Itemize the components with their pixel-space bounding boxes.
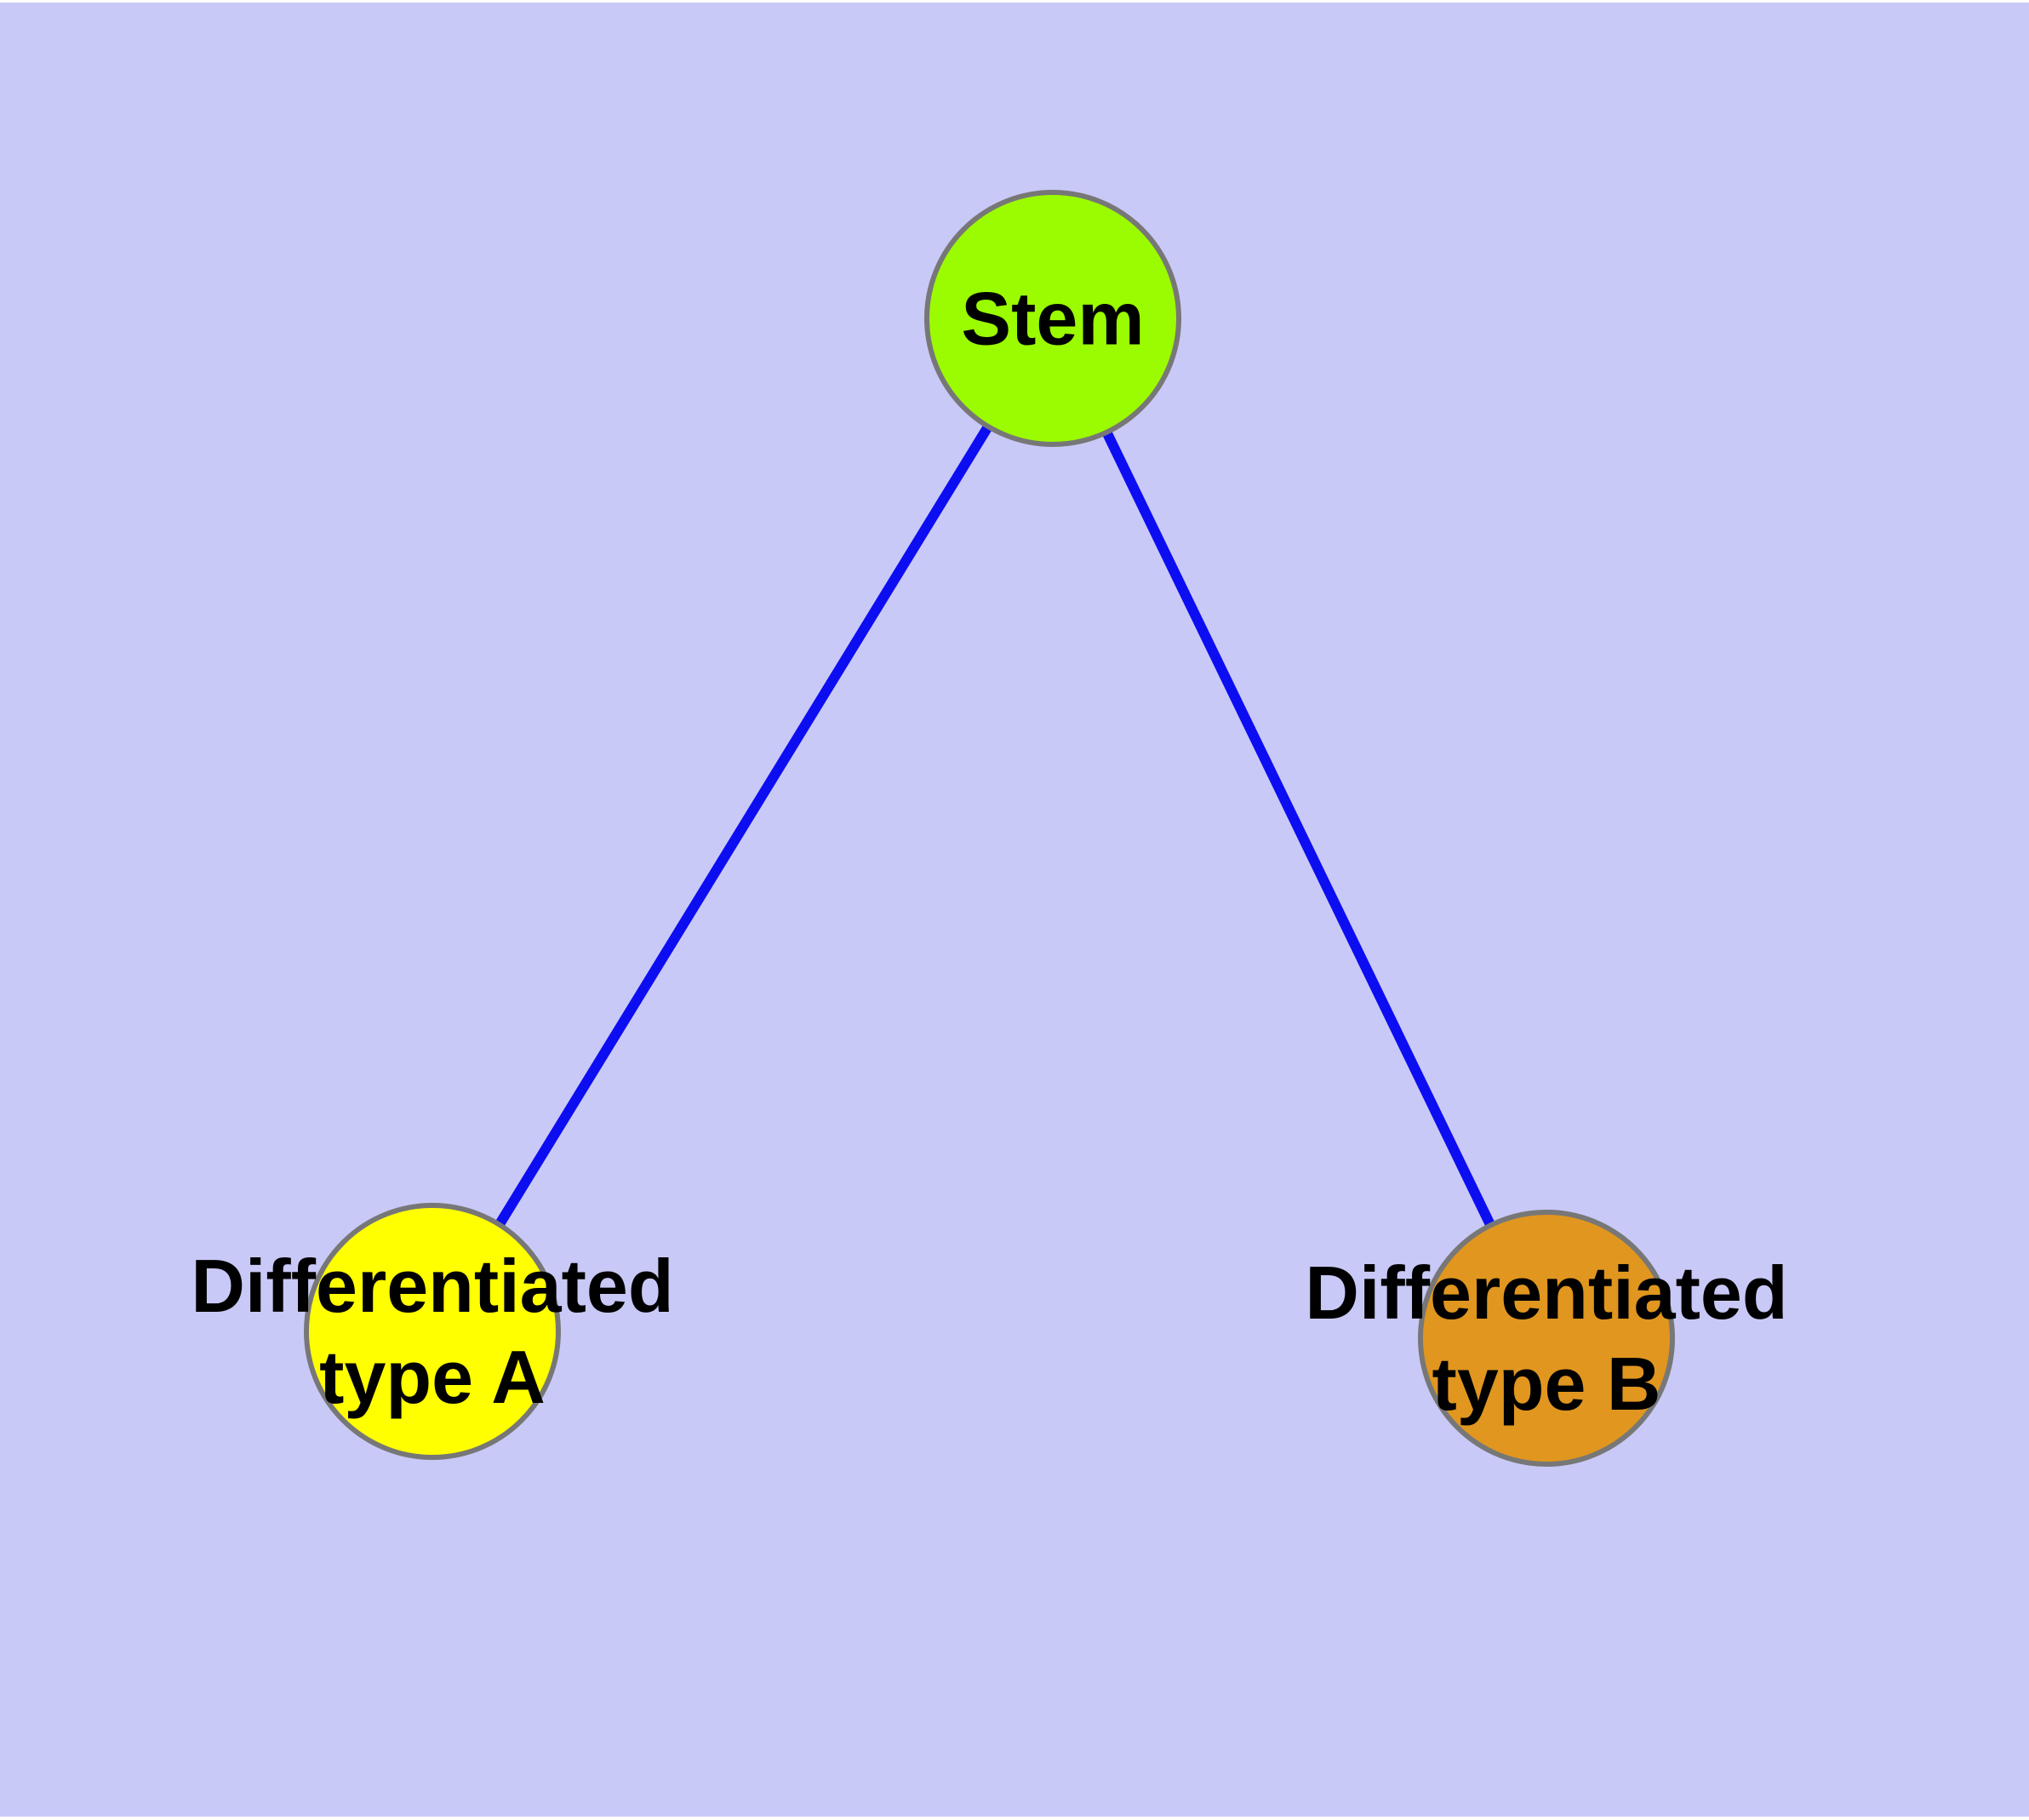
node-label-line: type A	[319, 1335, 546, 1419]
node-label-stem: Stem	[961, 273, 1144, 364]
node-type-a[interactable]	[304, 1203, 561, 1460]
edge-layer	[427, 318, 1552, 1343]
edge-stem-to-type-b	[1048, 318, 1552, 1343]
node-stem[interactable]	[924, 190, 1181, 447]
node-label-line: type B	[1432, 1342, 1661, 1426]
edge-stem-to-type-a	[427, 318, 1058, 1337]
node-type-b[interactable]	[1418, 1210, 1675, 1467]
node-label-line: Differentiated	[1305, 1251, 1788, 1335]
node-label-line: Stem	[961, 276, 1145, 361]
node-label-line: Differentiated	[191, 1244, 674, 1328]
